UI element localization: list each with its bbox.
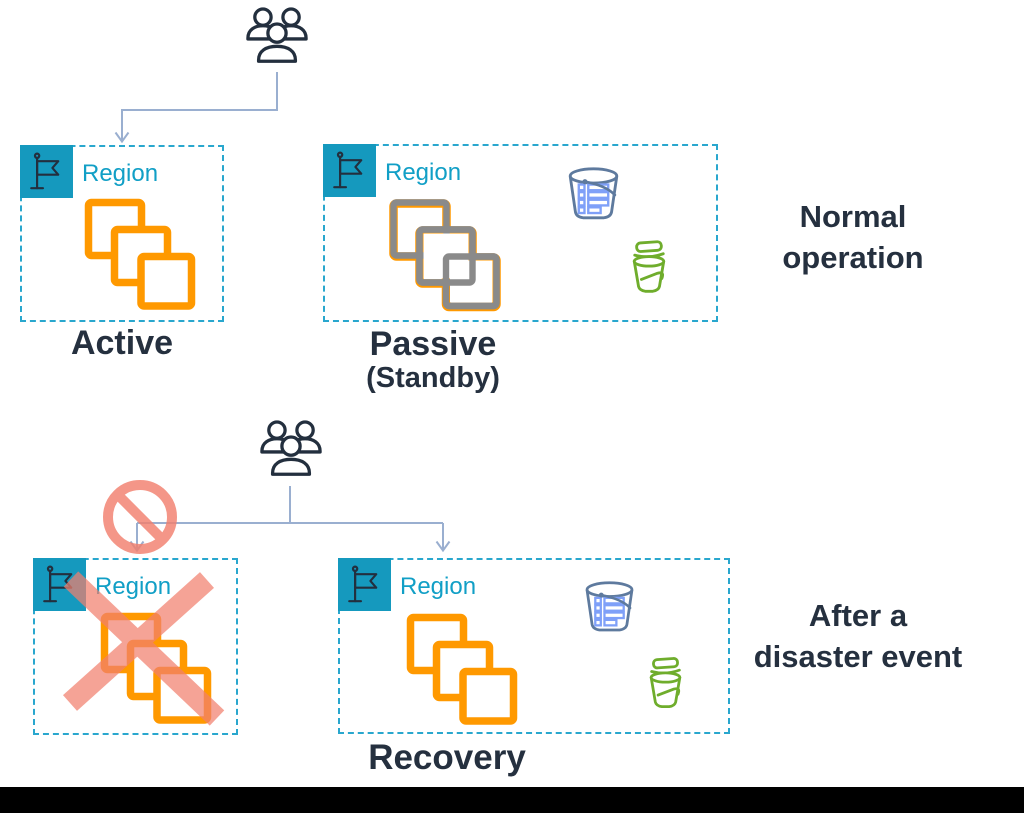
region-label: Region (82, 160, 159, 187)
stacked-instances-icon (84, 198, 196, 310)
arrowhead-icon (114, 131, 130, 144)
region-flag-icon (42, 565, 72, 602)
footer-bar (0, 787, 1024, 813)
arrowhead-icon (435, 540, 451, 553)
stacked-instances-icon (100, 612, 212, 724)
after-disaster-annotation: After a disaster event (718, 596, 998, 678)
region-header (33, 558, 86, 611)
users-icon (246, 7, 308, 63)
failed-region-box: Region (33, 558, 238, 735)
passive-caption-line: Passive (369, 325, 497, 363)
recovery-region-box: Region (338, 558, 730, 734)
normal-operation-annotation: Normal operation (713, 197, 993, 279)
annotation-line: Normal (799, 199, 907, 234)
annotation-line: disaster event (753, 638, 963, 674)
recovery-caption: Recovery (368, 738, 526, 777)
arrowhead-icon (129, 540, 145, 553)
region-header (338, 558, 391, 611)
passive-subcaption: (Standby) (366, 361, 500, 394)
passive-caption: Passive (Standby) (323, 325, 543, 394)
annotation-line: After a (808, 598, 908, 633)
connector-users-to-active (121, 72, 278, 140)
s3-bucket-icon (649, 657, 682, 709)
annotation-line: operation (782, 239, 924, 275)
region-label: Region (385, 159, 462, 186)
stacked-instances-icon (406, 613, 518, 725)
s3-bucket-icon (632, 240, 666, 293)
region-label: Region (95, 573, 172, 600)
stacked-instances-standby-icon (388, 198, 502, 312)
users-icon (260, 420, 322, 476)
region-header (323, 144, 376, 197)
region-flag-icon (29, 152, 59, 189)
passive-region-box: Region (323, 144, 718, 322)
s3-bucket-with-objects-icon (568, 167, 619, 220)
active-region-box: Region (20, 145, 224, 322)
s3-bucket-with-objects-icon (585, 581, 634, 632)
region-header (20, 145, 73, 198)
region-flag-icon (332, 151, 362, 188)
region-flag-icon (347, 565, 377, 602)
active-caption: Active (70, 324, 174, 362)
region-label: Region (400, 573, 477, 600)
no-entry-icon (103, 480, 177, 554)
